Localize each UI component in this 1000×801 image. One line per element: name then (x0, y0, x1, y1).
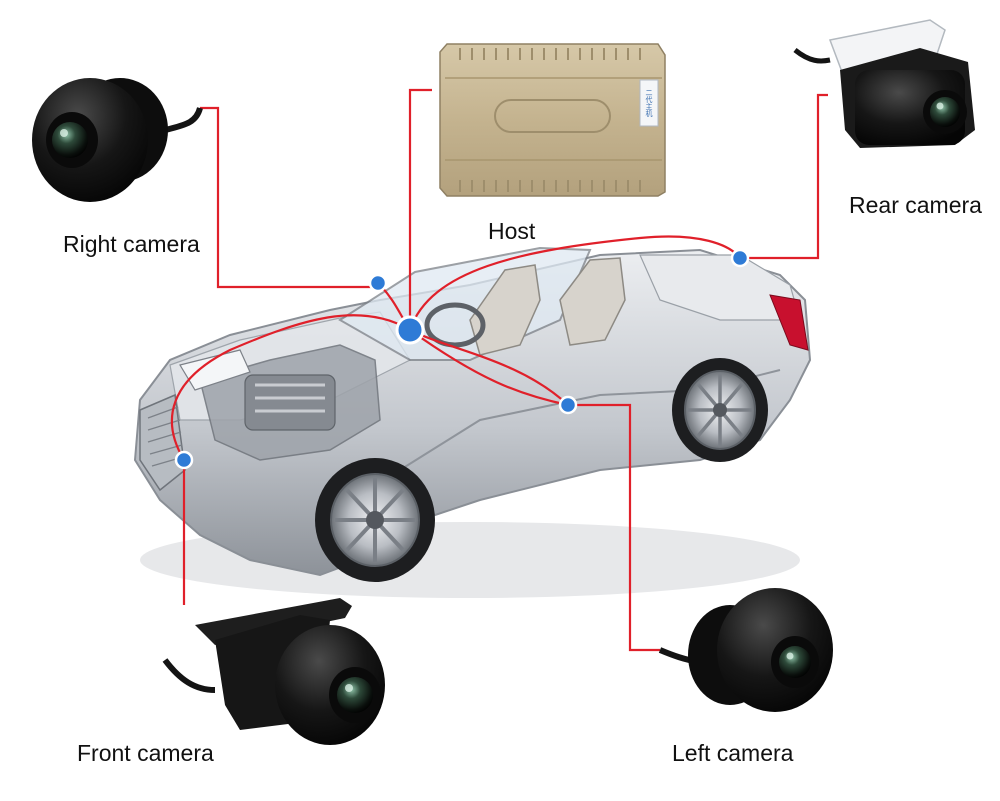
host-sticker-text: 二代主机 (645, 89, 653, 118)
left-camera-icon (658, 588, 833, 712)
rear-camera-label: Rear camera (849, 192, 982, 218)
right-camera-icon (32, 78, 203, 202)
right-camera-label: Right camera (63, 231, 200, 257)
connector-right (368, 273, 388, 293)
connector-host (395, 315, 425, 345)
car-illustration (133, 246, 812, 598)
rear-camera-icon (793, 19, 975, 148)
connector-front (174, 450, 194, 470)
connector-rear (730, 248, 750, 268)
front-camera-icon (162, 598, 385, 745)
wire-connectors (174, 248, 750, 470)
front-camera-label: Front camera (77, 740, 214, 766)
host-box-icon: 二代主机 (439, 43, 666, 197)
wiring (170, 88, 828, 652)
connector-left (558, 395, 578, 415)
left-camera-label: Left camera (672, 740, 794, 766)
host-label: Host (488, 218, 536, 244)
